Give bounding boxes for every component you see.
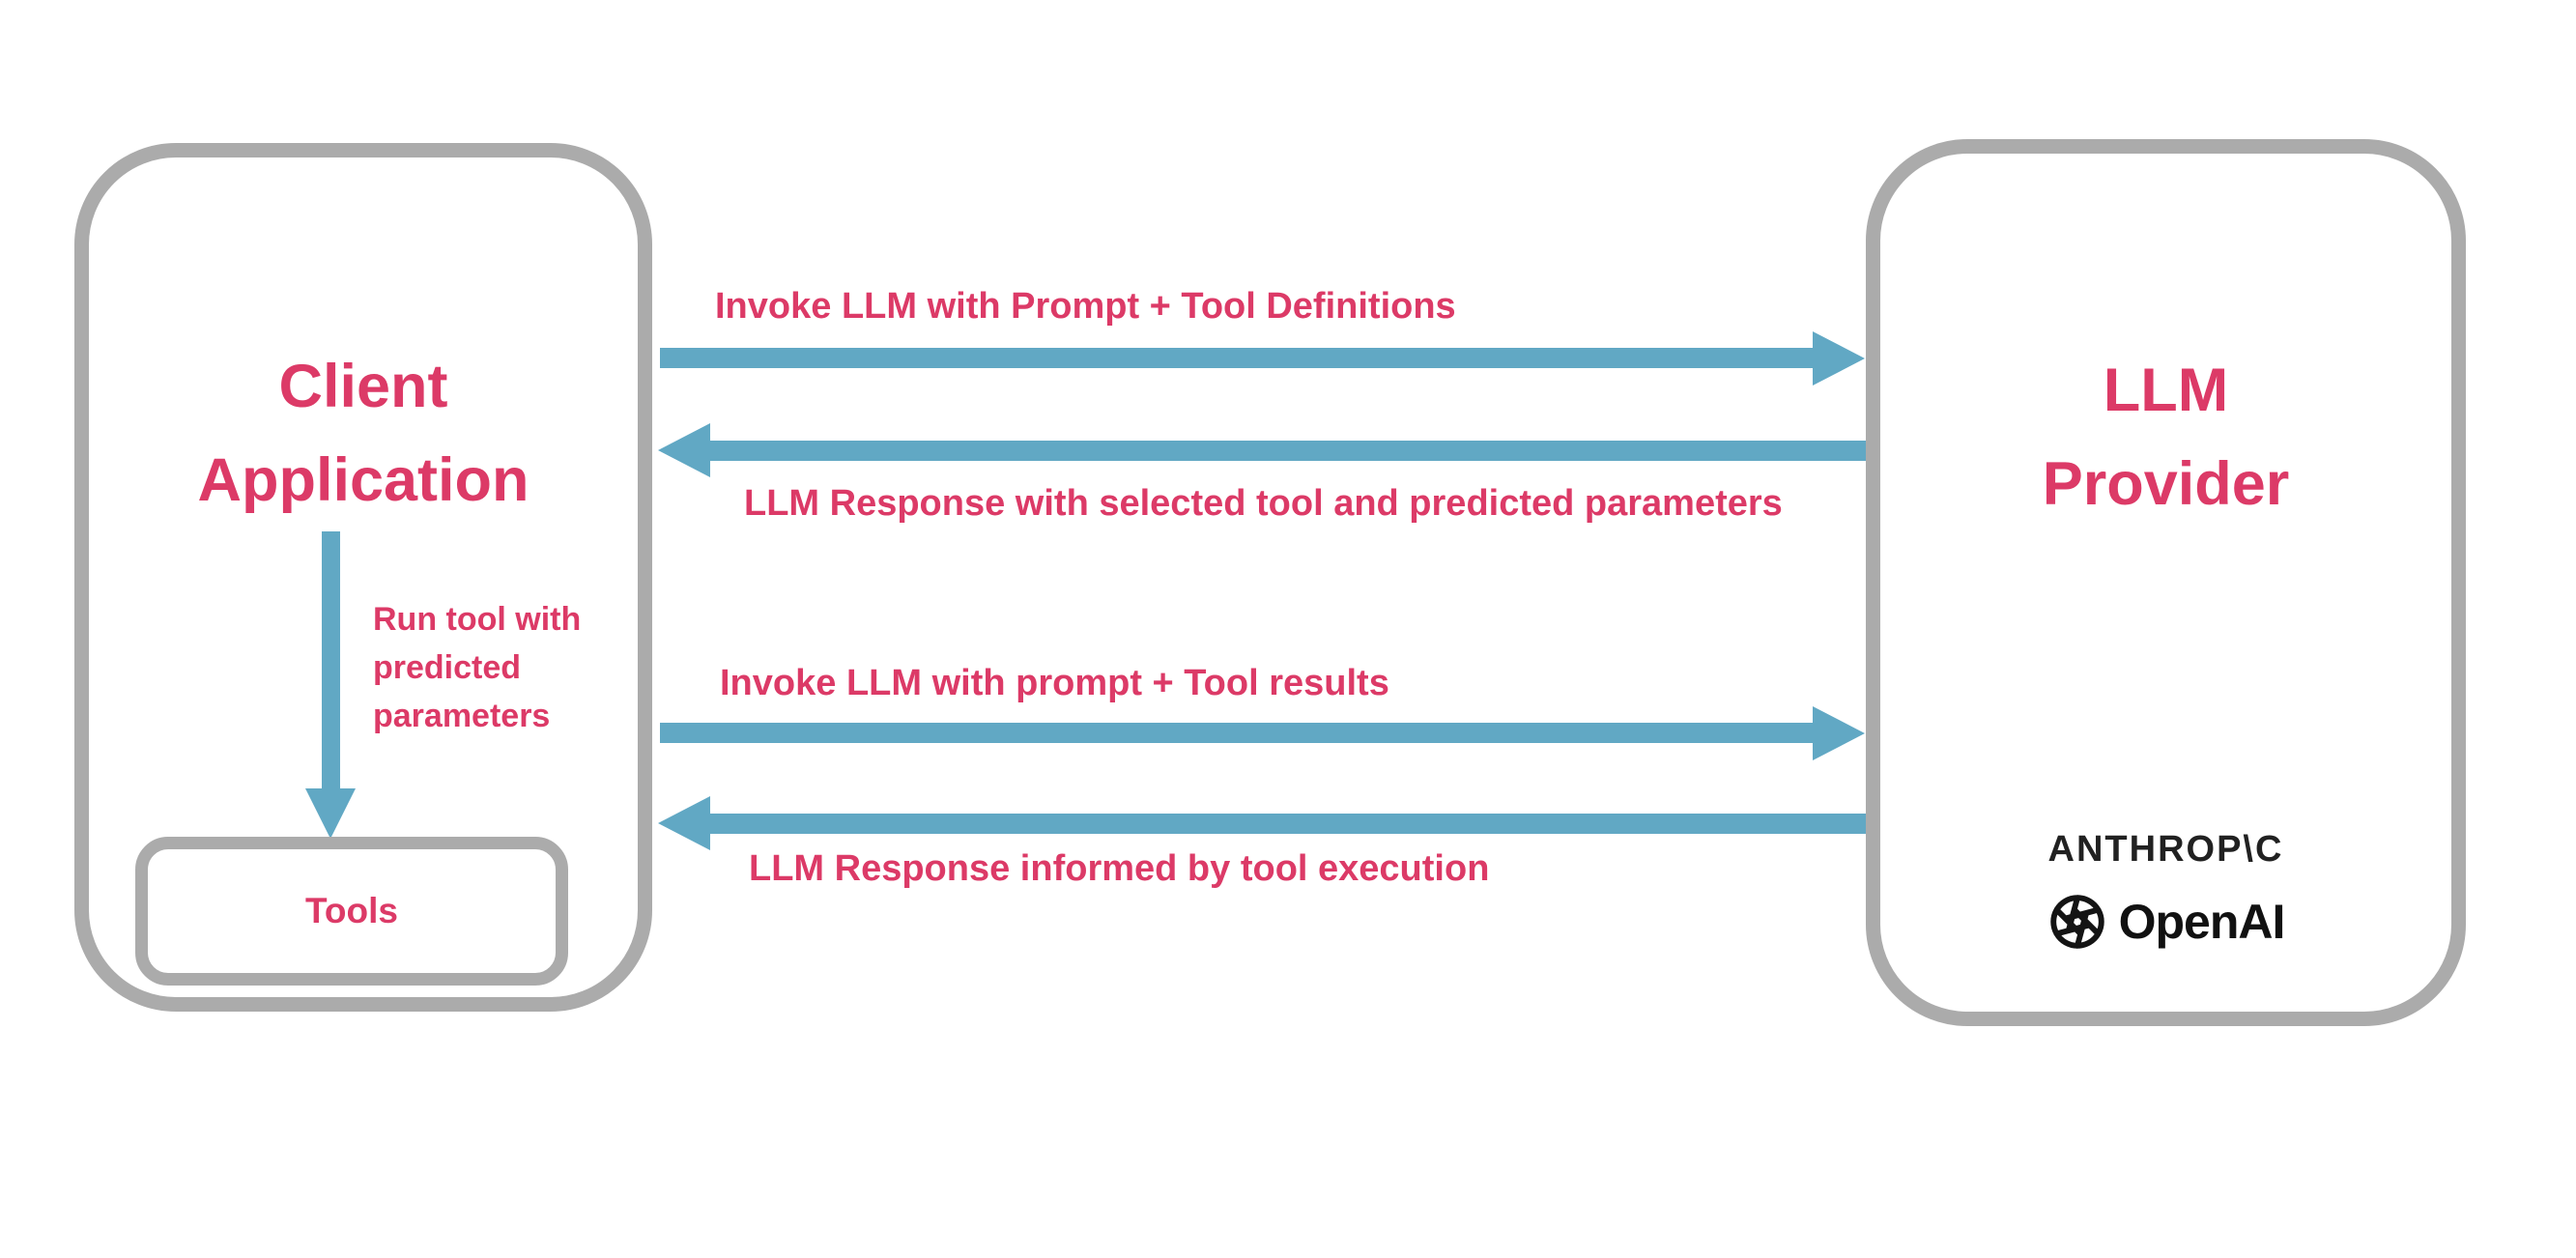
- openai-logo: OpenAI: [2047, 892, 2285, 952]
- run-tool-label-line-2: predicted: [373, 649, 522, 686]
- tools-label: Tools: [305, 891, 398, 930]
- llm-provider-title: LLM Provider: [1866, 344, 2466, 531]
- llm-title-line-2: Provider: [2042, 450, 2290, 518]
- client-application-title: Client Application: [74, 340, 652, 528]
- llm-title-line-1: LLM: [2103, 357, 2229, 424]
- anthropic-logo: ANTHROP\C: [2047, 829, 2284, 870]
- flow-arrow-3-shaft: [660, 723, 1813, 743]
- provider-logos: ANTHROP\C OpenAI: [1866, 829, 2466, 952]
- flow-arrow-4-shaft: [710, 814, 1866, 834]
- flow-arrow-1-head: [1813, 331, 1865, 386]
- flow-arrow-4-head: [658, 796, 710, 850]
- flow-label-1: Invoke LLM with Prompt + Tool Definition…: [715, 286, 1456, 327]
- run-tool-arrow-head: [305, 788, 356, 839]
- run-tool-label-line-3: parameters: [373, 698, 551, 734]
- openai-wordmark: OpenAI: [2118, 895, 2286, 949]
- flow-label-2: LLM Response with selected tool and pred…: [744, 483, 1783, 524]
- flow-arrow-2-head: [658, 423, 710, 477]
- openai-logo-icon: [2049, 895, 2104, 949]
- flow-label-4: LLM Response informed by tool execution: [749, 848, 1490, 889]
- tools-box: Tools: [135, 837, 568, 986]
- flow-arrow-1-shaft: [660, 348, 1813, 368]
- run-tool-arrow-shaft: [322, 531, 340, 790]
- client-title-line-2: Application: [197, 446, 530, 514]
- llm-provider-box: [1866, 139, 2466, 1026]
- flow-arrow-2-shaft: [710, 441, 1866, 461]
- flow-label-3: Invoke LLM with prompt + Tool results: [720, 663, 1389, 703]
- run-tool-label: Run tool with predicted parameters: [373, 595, 581, 740]
- client-title-line-1: Client: [278, 353, 448, 420]
- flow-arrow-3-head: [1813, 706, 1865, 760]
- run-tool-label-line-1: Run tool with: [373, 601, 582, 638]
